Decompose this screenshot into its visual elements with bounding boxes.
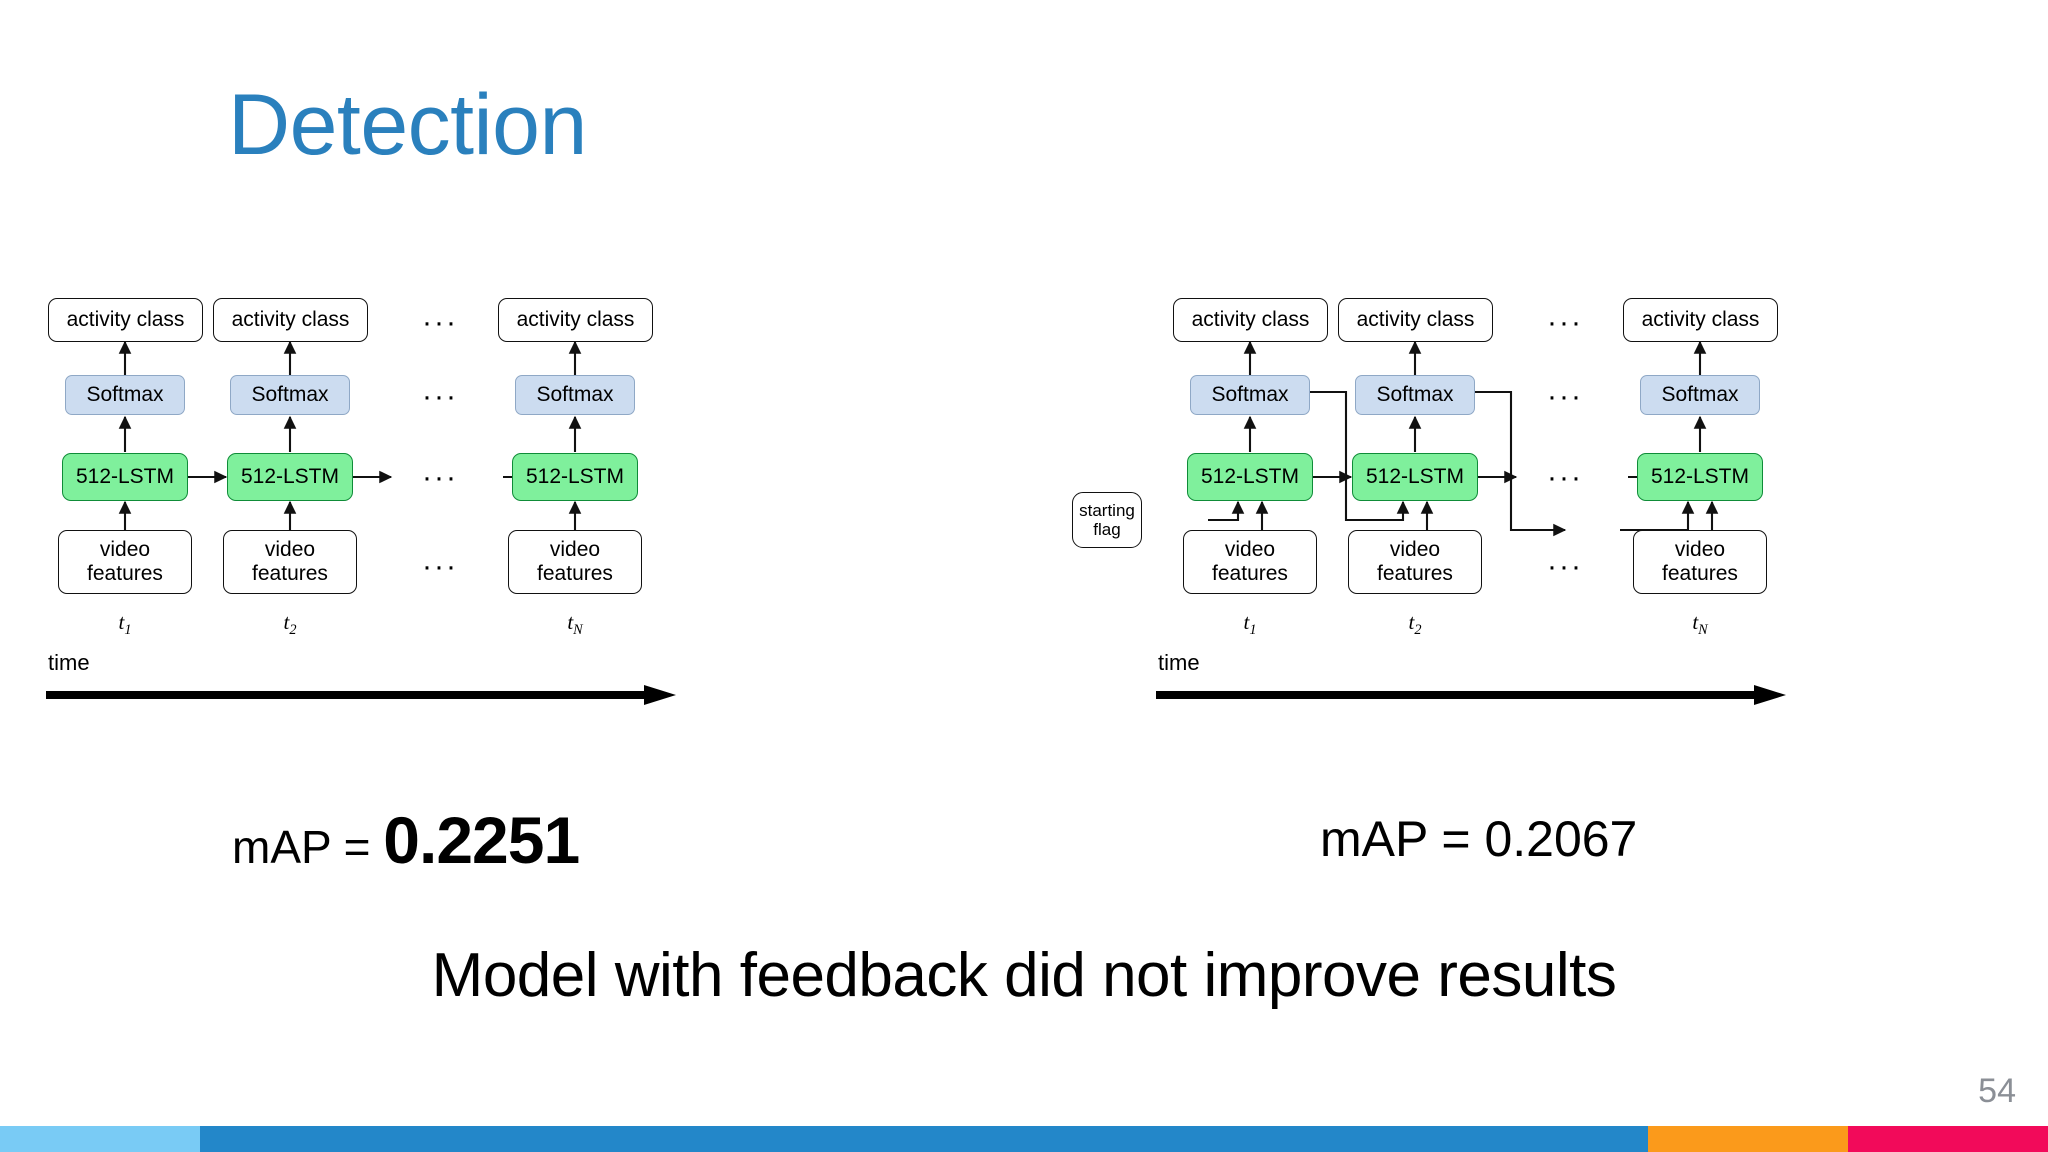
map-value-left: 0.2251 — [383, 803, 580, 877]
ellipsis-video-row: ··· — [422, 550, 458, 583]
time-step-label: tN — [1692, 610, 1708, 639]
map-metric-right: mAP = 0.2067 — [1320, 810, 1637, 868]
node-lstm: 512-LSTM — [62, 453, 188, 501]
slide-caption: Model with feedback did not improve resu… — [431, 941, 1617, 1010]
ellipsis-activity-row: ··· — [422, 306, 458, 339]
time-step-label: tN — [567, 610, 583, 639]
node-softmax: Softmax — [1190, 375, 1310, 415]
time-step-label: t1 — [1243, 610, 1257, 639]
node-activity-class: activity class — [1173, 298, 1328, 342]
node-lstm: 512-LSTM — [227, 453, 353, 501]
page-number: 54 — [1978, 1072, 2016, 1110]
node-softmax: Softmax — [1355, 375, 1475, 415]
map-label-right: mAP = — [1320, 811, 1485, 867]
diagram-lstm-with-feedback: starting flag activity class Softmax 512… — [1072, 280, 2020, 760]
map-value-right: 0.2067 — [1484, 811, 1638, 867]
node-starting-flag: starting flag — [1072, 492, 1142, 548]
footer-segment-orange — [1648, 1126, 1848, 1152]
node-softmax: Softmax — [230, 375, 350, 415]
node-video-features: video features — [508, 530, 642, 594]
node-activity-class: activity class — [1338, 298, 1493, 342]
time-axis-arrow — [46, 685, 676, 705]
footer-segment-pink — [1848, 1126, 2048, 1152]
time-axis-label: time — [1158, 650, 1200, 675]
ellipsis-lstm-row: ··· — [1547, 461, 1583, 494]
map-label-left: mAP = — [232, 821, 384, 873]
node-video-features: video features — [1348, 530, 1482, 594]
ellipsis-softmax-row: ··· — [422, 380, 458, 413]
footer-color-bar — [0, 1126, 2048, 1152]
node-lstm: 512-LSTM — [1637, 453, 1763, 501]
node-activity-class: activity class — [1623, 298, 1778, 342]
node-activity-class: activity class — [498, 298, 653, 342]
node-lstm: 512-LSTM — [1187, 453, 1313, 501]
time-axis-arrow — [1156, 685, 1786, 705]
ellipsis-video-row: ··· — [1547, 550, 1583, 583]
ellipsis-lstm-row: ··· — [422, 461, 458, 494]
footer-segment-blue — [200, 1126, 1648, 1152]
time-step-label: t2 — [1408, 610, 1422, 639]
ellipsis-softmax-row: ··· — [1547, 380, 1583, 413]
time-axis-label: time — [48, 650, 90, 675]
node-lstm: 512-LSTM — [512, 453, 638, 501]
node-softmax: Softmax — [65, 375, 185, 415]
node-activity-class: activity class — [213, 298, 368, 342]
node-video-features: video features — [1183, 530, 1317, 594]
node-softmax: Softmax — [515, 375, 635, 415]
time-step-label: t2 — [283, 610, 297, 639]
diagram-lstm-without-feedback: activity class Softmax 512-LSTM video fe… — [40, 280, 910, 760]
node-lstm: 512-LSTM — [1352, 453, 1478, 501]
node-softmax: Softmax — [1640, 375, 1760, 415]
node-activity-class: activity class — [48, 298, 203, 342]
time-step-label: t1 — [118, 610, 132, 639]
node-video-features: video features — [1633, 530, 1767, 594]
map-metric-left: mAP = 0.2251 — [232, 802, 580, 878]
page-title: Detection — [228, 77, 587, 173]
footer-segment-light-blue — [0, 1126, 200, 1152]
ellipsis-activity-row: ··· — [1547, 306, 1583, 339]
node-video-features: video features — [223, 530, 357, 594]
node-video-features: video features — [58, 530, 192, 594]
